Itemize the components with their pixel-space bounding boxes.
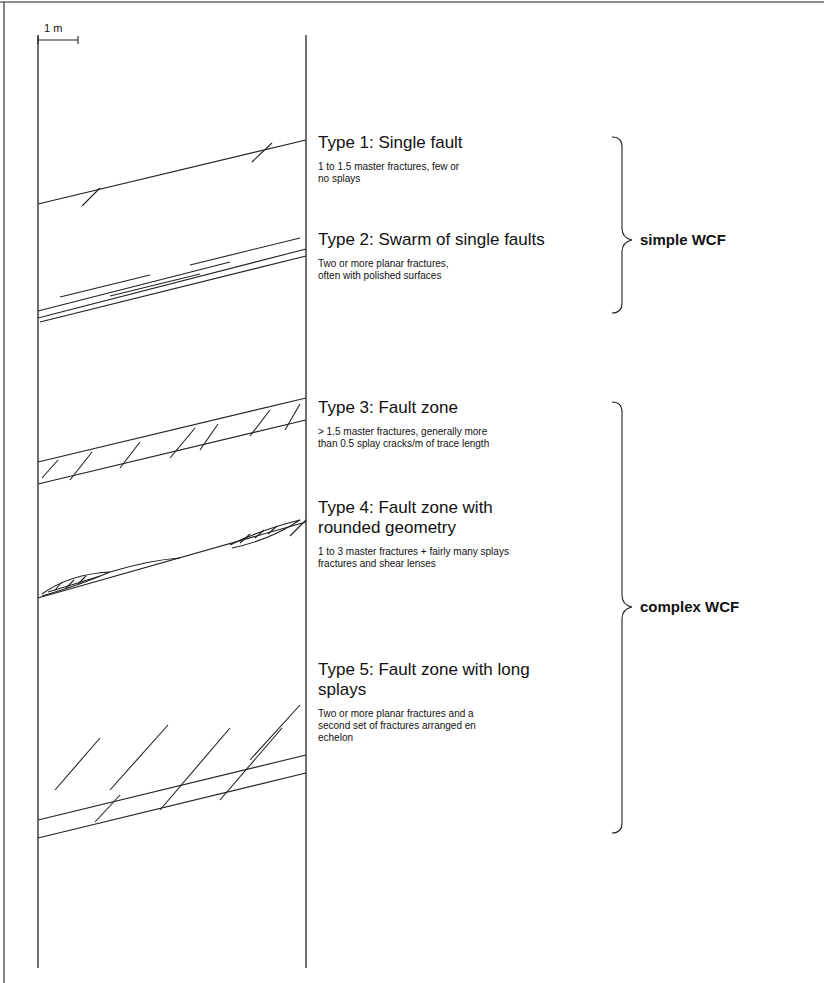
single-fault bbox=[38, 140, 306, 206]
frame-line bbox=[0, 1, 824, 2]
column-wall bbox=[305, 35, 306, 968]
type-description: Two or more planar fractures and a secon… bbox=[318, 708, 480, 744]
type-description: 1 to 1.5 master fractures, few or no spl… bbox=[318, 161, 468, 185]
type-description: > 1.5 master fractures, generally more t… bbox=[318, 426, 493, 450]
type-description: Two or more planar fractures, often with… bbox=[318, 258, 473, 282]
bracket bbox=[612, 137, 632, 313]
group-label: complex WCF bbox=[640, 598, 810, 616]
group-label: simple WCF bbox=[640, 231, 810, 249]
fault-zone bbox=[38, 398, 306, 484]
type-description: 1 to 3 master fractures + fairly many sp… bbox=[318, 546, 513, 570]
fault-swarm bbox=[38, 238, 306, 322]
rounded-fault-zone bbox=[38, 520, 306, 598]
column-wall bbox=[37, 35, 38, 968]
type-heading: Type 2: Swarm of single faults bbox=[318, 230, 618, 250]
scale-label: 1 m bbox=[44, 22, 84, 35]
long-splay-fault-zone bbox=[38, 705, 306, 838]
scale-bar bbox=[38, 36, 78, 44]
frame-line bbox=[3, 2, 4, 983]
type-heading: Type 3: Fault zone bbox=[318, 398, 618, 418]
bracket bbox=[612, 402, 632, 833]
type-heading: Type 1: Single fault bbox=[318, 133, 618, 153]
type-heading: Type 4: Fault zone with rounded geometry bbox=[318, 498, 546, 539]
type-heading: Type 5: Fault zone with long splays bbox=[318, 660, 546, 701]
